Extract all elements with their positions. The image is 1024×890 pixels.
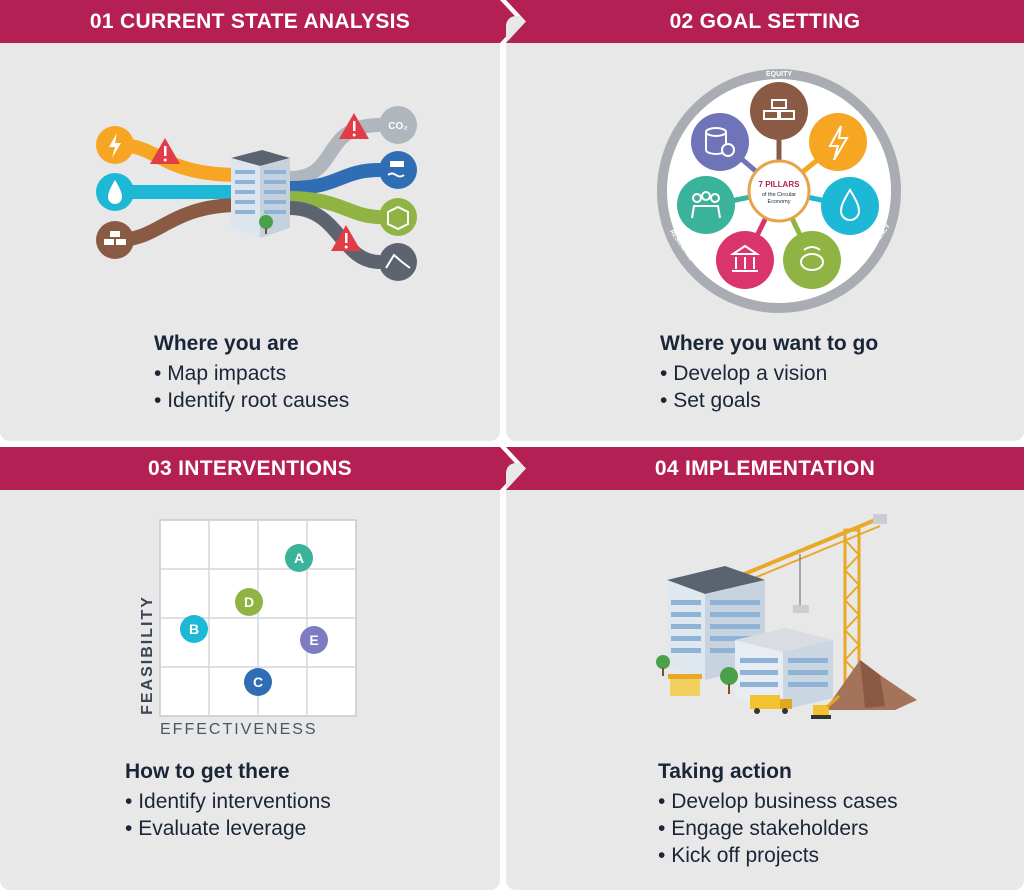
co2-icon: CO₂ (379, 106, 417, 144)
truck-icon (750, 695, 792, 714)
building-icon (231, 150, 290, 238)
caption-implementation: Taking action Develop business cases Eng… (658, 760, 898, 869)
bullet-item: Identify root causes (154, 387, 349, 414)
warning-icon (339, 113, 369, 139)
society-icon (677, 176, 735, 234)
bullet-item: Kick off projects (658, 842, 898, 869)
water-icon (96, 173, 134, 211)
matrix-point-a: A (285, 544, 313, 572)
bullet-item: Map impacts (154, 360, 349, 387)
ring-label-equity: EQUITY (766, 71, 792, 78)
step-title: 01 CURRENT STATE ANALYSIS (89, 10, 411, 33)
caption-heading: How to get there (125, 760, 290, 783)
banner-goal-setting: 02 GOAL SETTING (506, 0, 1024, 43)
matrix-y-label: FEASIBILITY (139, 595, 156, 715)
feasibility-effectiveness-matrix: A B C D E (159, 519, 357, 717)
waste-water-icon (379, 151, 417, 189)
excavator-icon (811, 694, 841, 719)
caption-goal-setting: Where you want to go Develop a vision Se… (660, 332, 878, 414)
step-title: 04 IMPLEMENTATION (654, 457, 876, 480)
banner-current-state: 01 CURRENT STATE ANALYSIS (0, 0, 520, 43)
bullet-item: Set goals (660, 387, 878, 414)
caption-interventions: How to get there Identify interventions … (125, 760, 331, 842)
point-label: E (309, 632, 318, 648)
wheel-center-subtitle: of the Circular (762, 192, 796, 198)
warning-icon (331, 225, 361, 251)
impact-map-illustration: CO₂ (96, 106, 417, 281)
wheel-center-subtitle: Economy (768, 199, 791, 205)
construction-illustration (656, 514, 917, 719)
caption-heading: Taking action (658, 760, 792, 783)
bullet-item: Develop business cases (658, 788, 897, 815)
banner-interventions: 03 INTERVENTIONS (0, 447, 520, 490)
land-degradation-icon (379, 243, 417, 281)
materials-icon (96, 221, 134, 259)
warning-icon (150, 138, 180, 164)
matrix-point-b: B (180, 615, 208, 643)
caption-current-state: Where you are Map impacts Identify root … (154, 332, 349, 414)
culture-icon (716, 231, 774, 289)
matrix-x-label: EFFECTIVENESS (160, 721, 318, 738)
banner-implementation: 04 IMPLEMENTATION (506, 447, 1024, 490)
pillars-wheel: EQUITY RESILIENCE TRANSPARENCY 7 PILLARS… (657, 69, 901, 313)
step-title: 03 INTERVENTIONS (148, 457, 352, 480)
caption-heading: Where you want to go (660, 332, 879, 355)
bullet-item: Evaluate leverage (125, 815, 331, 842)
bullet-item: Identify interventions (125, 788, 331, 815)
bullet-item: Develop a vision (660, 360, 878, 387)
caption-heading: Where you are (154, 332, 299, 355)
matrix-point-d: D (235, 588, 263, 616)
wheel-center-title: 7 PILLARS (759, 180, 801, 189)
materials-icon (750, 82, 808, 140)
point-label: C (253, 674, 263, 690)
point-label: A (294, 550, 304, 566)
energy-icon (96, 126, 134, 164)
bullet-item: Engage stakeholders (658, 815, 898, 842)
point-label: B (189, 621, 199, 637)
point-label: D (244, 594, 254, 610)
biodiversity-icon (783, 231, 841, 289)
matrix-point-c: C (244, 668, 272, 696)
step-title: 02 GOAL SETTING (669, 10, 861, 33)
building-icon (735, 628, 833, 710)
co2-label: CO₂ (388, 121, 407, 132)
energy-icon (809, 113, 867, 171)
health-icon (691, 113, 749, 171)
water-icon (821, 177, 879, 235)
product-icon (379, 198, 417, 236)
matrix-point-e: E (300, 626, 328, 654)
